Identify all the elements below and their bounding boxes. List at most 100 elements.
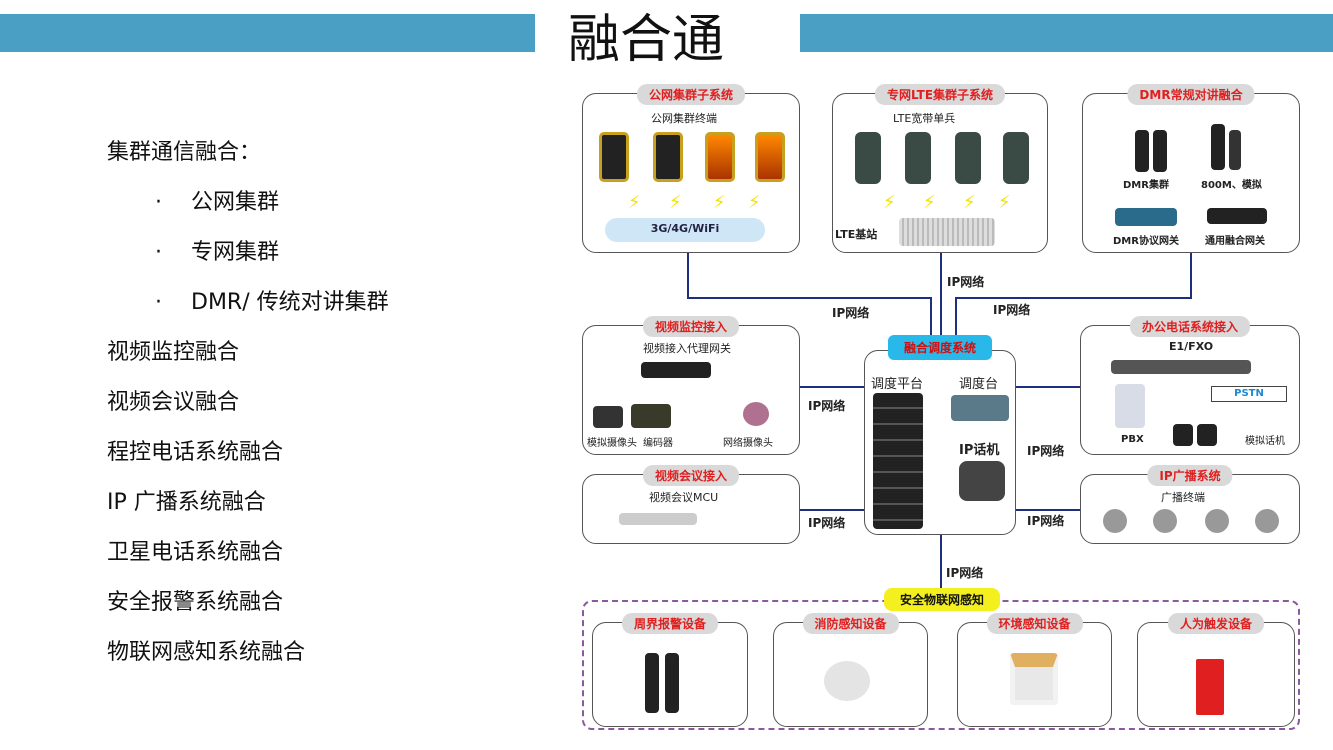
box-title: IP广播系统 bbox=[1147, 465, 1233, 486]
caption: 视频接入代理网关 bbox=[643, 342, 731, 355]
radio-image bbox=[1211, 124, 1225, 170]
connector-line bbox=[1016, 386, 1080, 388]
perimeter-sensor-image bbox=[665, 653, 679, 713]
connector-line bbox=[800, 509, 864, 511]
wireless-icon: ⚡ bbox=[748, 192, 761, 213]
list-item: 视频会议融合 bbox=[107, 386, 389, 436]
speaker-image bbox=[1153, 509, 1177, 533]
lte-terminal-image bbox=[955, 132, 981, 184]
ip-network-label: IP网络 bbox=[1027, 514, 1065, 528]
camera-image bbox=[593, 406, 623, 428]
panic-button-image bbox=[1196, 659, 1224, 715]
lte-trunk-box: 专网LTE集群子系统 LTE宽带单兵 ⚡ ⚡ ⚡ ⚡ LTE基站 bbox=[832, 84, 1048, 253]
caption: PBX bbox=[1121, 434, 1144, 445]
caption: LTE宽带单兵 bbox=[893, 112, 956, 125]
video-conference-box: 视频会议接入 视频会议MCU bbox=[582, 465, 800, 544]
list-item-text: 公网集群 bbox=[191, 190, 280, 215]
connector-line bbox=[955, 297, 957, 342]
list-item: 安全报警系统融合 bbox=[107, 586, 389, 636]
manual-trigger-box: 人为触发设备 bbox=[1137, 613, 1295, 727]
server-rack-image bbox=[873, 393, 923, 529]
box-title: DMR常规对讲融合 bbox=[1127, 84, 1255, 105]
wireless-icon: ⚡ bbox=[669, 192, 682, 213]
connector-line bbox=[930, 297, 932, 342]
ip-network-label: IP网络 bbox=[832, 306, 870, 320]
caption: 调度平台 bbox=[871, 377, 924, 392]
dispatch-system-box: 融合调度系统 调度平台 调度台 IP话机 bbox=[864, 335, 1016, 535]
console-screen-image bbox=[951, 395, 1009, 421]
ip-broadcast-box: IP广播系统 广播终端 bbox=[1080, 465, 1300, 544]
header-bar-right bbox=[800, 14, 1333, 52]
caption: 网络摄像头 bbox=[723, 438, 773, 449]
box-title: 环境感知设备 bbox=[986, 613, 1083, 634]
ip-network-label: IP网络 bbox=[947, 275, 985, 289]
caption: 编码器 bbox=[643, 438, 673, 449]
pbx-image bbox=[1115, 384, 1145, 428]
caption: 通用融合网关 bbox=[1205, 236, 1265, 247]
base-station-image bbox=[899, 218, 995, 246]
connector-line bbox=[1016, 509, 1080, 511]
encoder-image bbox=[631, 404, 671, 428]
list-item: · 公网集群 bbox=[107, 186, 389, 236]
speaker-image bbox=[1205, 509, 1229, 533]
ip-network-label: IP网络 bbox=[808, 516, 846, 530]
smoke-detector-image bbox=[824, 661, 870, 701]
video-surveillance-box: 视频监控接入 视频接入代理网关 模拟摄像头 编码器 网络摄像头 bbox=[582, 316, 800, 455]
connector-line bbox=[940, 252, 942, 342]
box-title: 公网集群子系统 bbox=[636, 84, 746, 105]
list-item-text: 集群通信融合： bbox=[107, 140, 262, 165]
phone-image bbox=[599, 132, 629, 182]
list-item: · 专网集群 bbox=[107, 236, 389, 286]
lte-terminal-image bbox=[855, 132, 881, 184]
list-item-text: 视频监控融合 bbox=[107, 340, 240, 365]
connector-line bbox=[940, 535, 942, 601]
list-item: 物联网感知系统融合 bbox=[107, 636, 389, 686]
wireless-icon: ⚡ bbox=[998, 192, 1011, 213]
bullet: · bbox=[155, 190, 162, 215]
gateway-image bbox=[641, 362, 711, 378]
ip-network-label: IP网络 bbox=[1027, 444, 1065, 458]
phone-image bbox=[705, 132, 735, 182]
caption: E1/FXO bbox=[1169, 340, 1214, 353]
wireless-icon: ⚡ bbox=[963, 192, 976, 213]
caption: IP话机 bbox=[959, 443, 1000, 458]
feature-list: 集群通信融合： ·公网集群 ·专网集群 ·DMR/ 传统对讲集群 视频监控融合 … bbox=[107, 136, 389, 686]
office-phone-box: 办公电话系统接入 E1/FXO PSTN PBX 模拟话机 bbox=[1080, 316, 1300, 455]
list-item: 视频监控融合 bbox=[107, 336, 389, 386]
lte-terminal-image bbox=[1003, 132, 1029, 184]
analog-phone-image bbox=[1197, 424, 1217, 446]
caption: 800M、模拟 bbox=[1201, 180, 1262, 191]
gateway-image bbox=[1115, 208, 1177, 226]
slide-title: 融合通 bbox=[568, 10, 725, 70]
list-item-text: 程控电话系统融合 bbox=[107, 440, 284, 465]
ip-camera-image bbox=[743, 402, 769, 426]
e1-gateway-image bbox=[1111, 360, 1251, 374]
box-title: 专网LTE集群子系统 bbox=[874, 84, 1006, 105]
ip-network-label: IP网络 bbox=[946, 566, 984, 580]
network-cloud: 3G/4G/WiFi bbox=[605, 218, 765, 242]
radio-image bbox=[1135, 130, 1149, 172]
wireless-icon: ⚡ bbox=[923, 192, 936, 213]
wireless-icon: ⚡ bbox=[883, 192, 896, 213]
connector-line bbox=[955, 297, 1192, 299]
perimeter-alarm-box: 周界报警设备 bbox=[592, 613, 748, 727]
lte-terminal-image bbox=[905, 132, 931, 184]
phone-image bbox=[755, 132, 785, 182]
dmr-box: DMR常规对讲融合 DMR集群 800M、模拟 DMR协议网关 通用融合网关 bbox=[1082, 84, 1300, 253]
connector-line bbox=[687, 252, 689, 298]
box-title: 人为触发设备 bbox=[1167, 613, 1265, 634]
box-title: 消防感知设备 bbox=[802, 613, 899, 634]
caption: 模拟摄像头 bbox=[587, 438, 637, 449]
connector-line bbox=[1190, 252, 1192, 298]
list-item-text: DMR/ 传统对讲集群 bbox=[191, 290, 389, 315]
box-title: 视频监控接入 bbox=[642, 316, 740, 337]
bullet: · bbox=[155, 240, 162, 265]
list-item-text: 物联网感知系统融合 bbox=[107, 640, 306, 665]
radio-image bbox=[1153, 130, 1167, 172]
list-item-text: 专网集群 bbox=[191, 240, 280, 265]
list-item: 卫星电话系统融合 bbox=[107, 536, 389, 586]
gateway-image bbox=[1207, 208, 1267, 224]
ip-phone-image bbox=[959, 461, 1005, 501]
caption: DMR协议网关 bbox=[1113, 236, 1179, 247]
bullet: · bbox=[155, 290, 162, 315]
